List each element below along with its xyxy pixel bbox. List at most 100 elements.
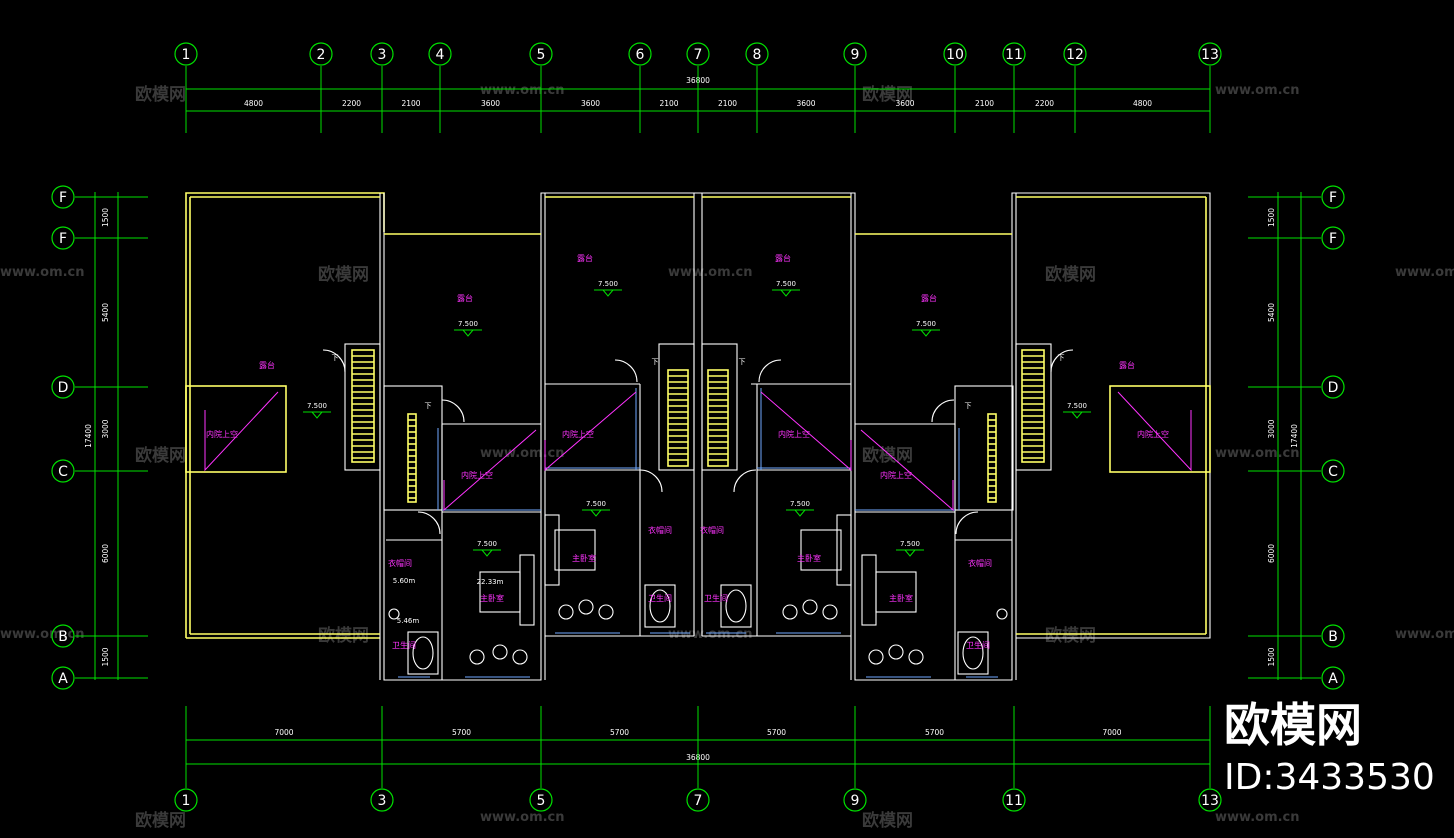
- level-triangle: [920, 329, 932, 337]
- watermark-brand: 欧模网: [135, 84, 186, 105]
- top-dimension-value: 2200: [1035, 99, 1054, 108]
- axis-label: A: [1328, 671, 1338, 687]
- axis-label: 1: [182, 47, 191, 63]
- logo-id-text: ID:3433530: [1224, 757, 1435, 798]
- stair-flight: [351, 349, 375, 463]
- stair-down-label: 下: [652, 358, 659, 366]
- level-triangle: [794, 509, 806, 517]
- top-dimension-value: 2100: [401, 99, 420, 108]
- level-triangle: [780, 289, 792, 297]
- left-dimension-value: 1500: [101, 647, 110, 666]
- axis-bubble: [686, 42, 710, 66]
- watermark-url: www.om.cn: [1395, 265, 1454, 280]
- axis-bubble: [1002, 42, 1026, 66]
- axis-bubble: [686, 788, 710, 812]
- watermark-brand: 欧模网: [862, 445, 913, 466]
- axis-bubble: [370, 788, 394, 812]
- axis-label: 12: [1066, 47, 1084, 63]
- right-dimension-value: 5400: [1267, 303, 1276, 322]
- watermark-url: www.om.cn: [480, 810, 565, 825]
- level-value: 7.500: [477, 540, 497, 548]
- stair-down-label: 下: [332, 354, 339, 362]
- axis-bubble: [51, 185, 75, 209]
- top-dimension-value: 3600: [481, 99, 500, 108]
- level-value: 7.500: [586, 500, 606, 508]
- windows: [398, 388, 998, 678]
- logo-brand-text: 欧模网: [1224, 698, 1362, 752]
- room-label-bathroom: 卫生间: [648, 593, 672, 603]
- room-label-court-void: 内院上空: [880, 470, 912, 480]
- top-dimension-value: 3600: [796, 99, 815, 108]
- level-triangle: [602, 289, 614, 297]
- level-value: 7.500: [790, 500, 810, 508]
- right-total-dimension: 17400: [1290, 424, 1299, 448]
- axis-label: 11: [1005, 47, 1023, 63]
- axis-label: 7: [694, 47, 703, 63]
- axis-label: 9: [851, 793, 860, 809]
- furniture: [322, 349, 1074, 675]
- level-value: 7.500: [307, 402, 327, 410]
- bottom-dimension-value: 5700: [452, 728, 471, 737]
- axis-bubble: [51, 624, 75, 648]
- room-label-terrace: 露台: [1119, 360, 1135, 370]
- axis-label: 5: [537, 47, 546, 63]
- axis-bubble: [51, 459, 75, 483]
- axis-label: F: [59, 190, 67, 206]
- axis-bubble: [745, 42, 769, 66]
- room-label-terrace: 露台: [457, 293, 473, 303]
- top-dimension-value: 2100: [975, 99, 994, 108]
- room-labels: 露台 露台 露台 露台 露台 露台 内院上空 内院上空 内院上空 内院上空 内院…: [206, 253, 1169, 650]
- room-label-terrace: 露台: [775, 253, 791, 263]
- room-label-court-void: 内院上空: [562, 429, 594, 439]
- axis-bubble: [1321, 226, 1345, 250]
- watermark-brand: 欧模网: [135, 810, 186, 831]
- axis-label: A: [58, 671, 68, 687]
- top-dimension-value: 2200: [342, 99, 361, 108]
- axis-bubble: [1198, 788, 1222, 812]
- watermark-url: www.om.cn: [0, 627, 85, 642]
- watermark-url: www.om.cn: [1395, 627, 1454, 642]
- room-label-court-void: 内院上空: [778, 429, 810, 439]
- watermark-brand: 欧模网: [318, 625, 369, 646]
- level-value: 7.500: [458, 320, 478, 328]
- bottom-dimension-value: 7000: [274, 728, 293, 737]
- axis-bubble: [309, 42, 333, 66]
- axis-label: 6: [636, 47, 645, 63]
- watermark-url: www.om.cn: [668, 265, 753, 280]
- axis-bubble: [628, 42, 652, 66]
- left-dimension-value: 6000: [101, 544, 110, 563]
- level-triangle: [590, 509, 602, 517]
- top-dimension-value: 2100: [718, 99, 737, 108]
- axis-label: F: [1329, 231, 1337, 247]
- level-value: 7.500: [900, 540, 920, 548]
- room-label-court-void: 内院上空: [461, 470, 493, 480]
- room-label-master-bedroom: 主卧室: [797, 553, 821, 563]
- brand-logo: 欧模网 ID:3433530: [1224, 698, 1435, 798]
- stair-down-label: 下: [425, 402, 432, 410]
- room-label-bathroom: 卫生间: [392, 640, 416, 650]
- axis-label: 8: [753, 47, 762, 63]
- level-triangle: [481, 549, 493, 557]
- level-triangle: [1071, 411, 1083, 419]
- level-triangle: [462, 329, 474, 337]
- axis-bubble: [1321, 185, 1345, 209]
- axis-bubble: [51, 666, 75, 690]
- watermark-url: www.om.cn: [480, 83, 565, 98]
- room-label-bathroom: 卫生间: [704, 593, 728, 603]
- axis-bubble: [1321, 459, 1345, 483]
- area-label-master: 22.33m: [477, 578, 504, 586]
- stair-down-label: 下: [965, 402, 972, 410]
- room-label-cloakroom: 衣帽间: [968, 558, 992, 568]
- room-label-bathroom: 卫生间: [966, 640, 990, 650]
- room-label-terrace: 露台: [577, 253, 593, 263]
- axis-bubble: [843, 42, 867, 66]
- axis-bubble: [1002, 788, 1026, 812]
- axis-bubble: [529, 788, 553, 812]
- axis-label: 9: [851, 47, 860, 63]
- side-dimension-lines: 17400 17400: [84, 192, 1302, 680]
- left-dimension-value: 1500: [101, 208, 110, 227]
- watermark-brand: 欧模网: [862, 810, 913, 831]
- axis-label: F: [59, 231, 67, 247]
